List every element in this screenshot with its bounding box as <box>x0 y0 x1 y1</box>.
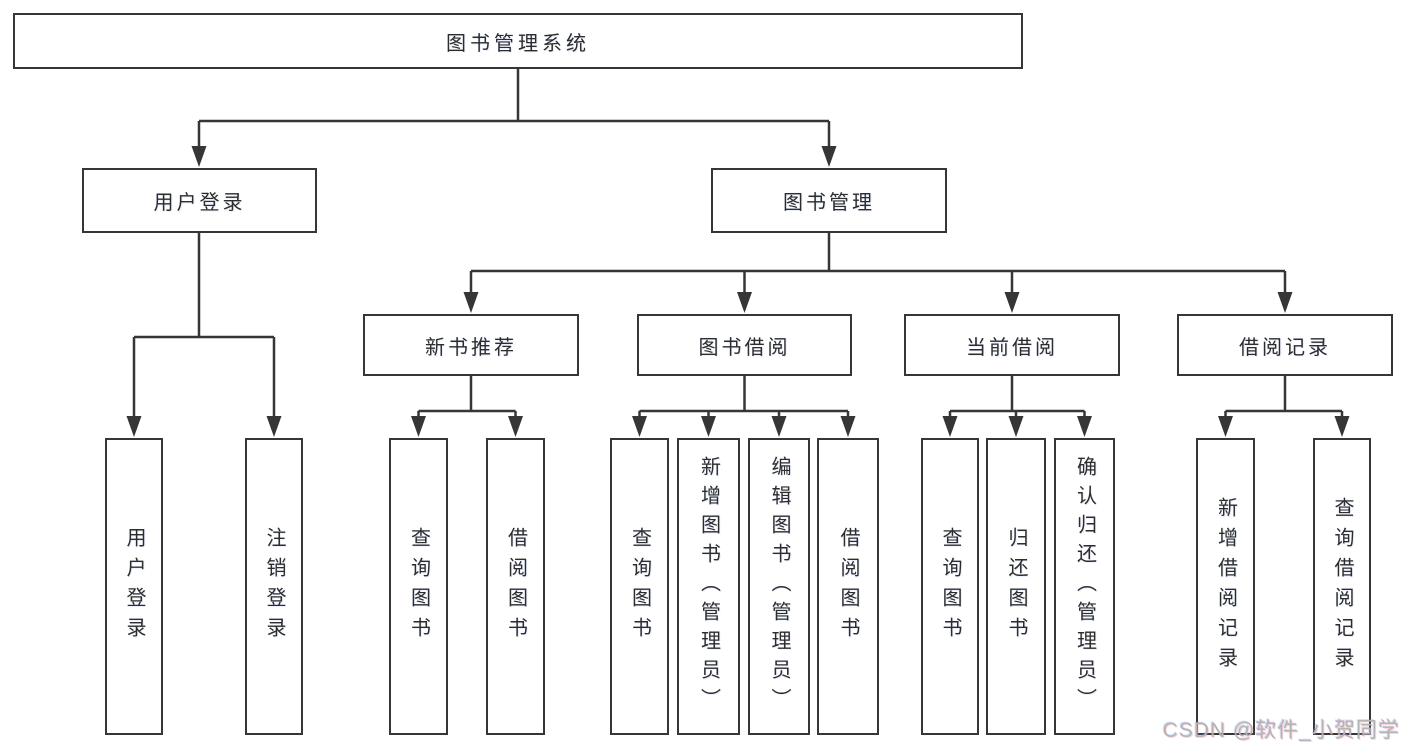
arrowhead <box>1077 416 1092 437</box>
node-label: 编辑图书（管理员） <box>768 456 790 717</box>
node-current-borrowing: 当前借阅 <box>904 314 1120 376</box>
connector-root-to-level2 <box>191 69 837 167</box>
node-label: 图书管理 <box>783 192 875 214</box>
node-label: 用户登录 <box>153 192 246 214</box>
leaf-borrow-books-1: 借阅图书 <box>486 438 545 735</box>
arrowhead <box>701 416 716 437</box>
arrowhead <box>1218 416 1233 437</box>
arrowhead <box>266 416 282 437</box>
arrowhead <box>1277 292 1293 313</box>
node-label: 新书推荐 <box>425 336 517 359</box>
leaf-confirm-return-admin: 确认归还（管理员） <box>1054 438 1115 735</box>
node-label: 新增借阅记录 <box>1214 496 1237 677</box>
node-label: 借阅图书 <box>837 526 859 647</box>
node-label: 图书管理系统 <box>446 32 590 55</box>
leaf-borrow-books-2: 借阅图书 <box>817 438 879 735</box>
node-library-management-system: 图书管理系统 <box>13 13 1023 69</box>
connector-borrowing-records-children <box>1218 376 1350 437</box>
node-new-book-recommend: 新书推荐 <box>363 314 579 376</box>
connector-new-book-recommend-children <box>411 376 523 437</box>
node-label: 查询图书 <box>939 526 961 647</box>
arrowhead <box>508 416 523 437</box>
connector-book-borrowing-children <box>632 376 856 437</box>
node-label: 注销登录 <box>263 526 285 647</box>
node-label: 确认归还（管理员） <box>1073 456 1096 717</box>
node-label: 查询图书 <box>407 526 430 647</box>
node-label: 图书借阅 <box>698 336 791 359</box>
arrowhead <box>840 416 856 437</box>
connector-book-management-children <box>463 233 1293 313</box>
arrowhead <box>942 416 958 437</box>
node-label: 借阅记录 <box>1239 336 1331 359</box>
watermark-text: CSDN @软件_小贺同学 <box>1162 719 1400 742</box>
arrowhead <box>126 416 142 437</box>
node-label: 查询借阅记录 <box>1331 496 1353 677</box>
arrowhead <box>411 416 426 437</box>
leaf-add-borrow-record: 新增借阅记录 <box>1196 438 1255 735</box>
node-label: 用户登录 <box>123 526 145 647</box>
arrowhead <box>463 292 479 313</box>
arrowhead <box>1004 292 1020 313</box>
connector-current-borrowing-children <box>942 376 1092 437</box>
node-label: 新增图书（管理员） <box>697 456 720 717</box>
leaf-query-books-1: 查询图书 <box>389 438 448 735</box>
node-book-management: 图书管理 <box>711 168 947 233</box>
leaf-logout: 注销登录 <box>245 438 303 735</box>
arrowhead <box>737 292 752 313</box>
leaf-query-books-2: 查询图书 <box>610 438 669 735</box>
node-user-login: 用户登录 <box>82 168 317 233</box>
node-label: 归还图书 <box>1005 526 1027 647</box>
node-label: 当前借阅 <box>966 336 1058 359</box>
arrowhead <box>1334 416 1350 437</box>
node-borrowing-records: 借阅记录 <box>1177 314 1393 376</box>
connector-user-login-children <box>126 233 282 437</box>
arrowhead <box>191 146 207 167</box>
arrowhead <box>771 416 787 437</box>
node-label: 查询图书 <box>628 526 651 647</box>
leaf-edit-books-admin: 编辑图书（管理员） <box>748 438 810 735</box>
leaf-user-login: 用户登录 <box>105 438 163 735</box>
leaf-query-borrow-record: 查询借阅记录 <box>1313 438 1371 735</box>
arrowhead <box>821 146 837 167</box>
arrowhead <box>1008 416 1024 437</box>
leaf-add-books-admin: 新增图书（管理员） <box>677 438 740 735</box>
arrowhead <box>632 416 647 437</box>
leaf-query-books-3: 查询图书 <box>921 438 979 735</box>
node-label: 借阅图书 <box>504 526 527 647</box>
node-book-borrowing: 图书借阅 <box>637 314 852 376</box>
leaf-return-books: 归还图书 <box>986 438 1046 735</box>
